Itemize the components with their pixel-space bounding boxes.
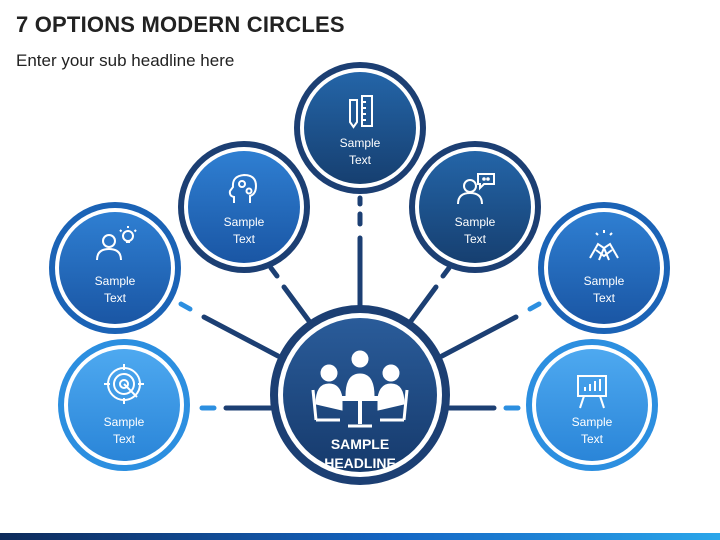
connector-upper-left bbox=[281, 284, 315, 328]
option-label-line1: Sample bbox=[340, 136, 381, 150]
option-label-line2: Text bbox=[349, 153, 372, 167]
option-circle-top[interactable]: Sample Text bbox=[294, 62, 426, 194]
idea-person-icon bbox=[96, 226, 137, 261]
option-label-line1: Sample bbox=[572, 415, 613, 429]
option-label-line1: Sample bbox=[455, 215, 496, 229]
option-circle-upper-left[interactable]: Sample Text bbox=[178, 141, 310, 273]
hub-label-line1: SAMPLE bbox=[331, 436, 389, 452]
option-circle-left[interactable]: Sample Text bbox=[49, 202, 181, 334]
option-circle-bottom-right[interactable]: Sample Text bbox=[526, 339, 658, 471]
option-label-line2: Text bbox=[464, 232, 487, 246]
brain-gears-icon bbox=[228, 173, 258, 203]
connector-left bbox=[201, 314, 281, 359]
connectors bbox=[178, 195, 542, 411]
option-label-line1: Sample bbox=[95, 274, 136, 288]
option-circle-bottom-left[interactable]: Sample Text bbox=[58, 339, 190, 471]
connector-upper-right bbox=[405, 284, 439, 328]
option-label-line1: Sample bbox=[224, 215, 265, 229]
target-icon bbox=[104, 364, 144, 404]
option-label-line2: Text bbox=[593, 291, 616, 305]
option-label-line1: Sample bbox=[584, 274, 625, 288]
meeting-table-icon bbox=[311, 350, 409, 428]
page-subtitle: Enter your sub headline here bbox=[16, 51, 235, 70]
bottom-accent-bar bbox=[0, 533, 720, 540]
handshake-icon bbox=[589, 230, 619, 261]
option-label-line2: Text bbox=[104, 291, 127, 305]
hub-label-line2: HEADLINE bbox=[324, 455, 396, 471]
option-label-line2: Text bbox=[581, 432, 604, 446]
option-circle-upper-right[interactable]: Sample Text bbox=[409, 141, 541, 273]
connector-right bbox=[439, 314, 519, 359]
chat-person-icon bbox=[457, 173, 495, 205]
hub-circle: SAMPLE HEADLINE bbox=[270, 305, 450, 485]
page-title: 7 OPTIONS MODERN CIRCLES bbox=[16, 12, 345, 37]
presentation-chart-icon bbox=[577, 375, 607, 409]
pencil-ruler-icon bbox=[349, 95, 373, 129]
option-label-line1: Sample bbox=[104, 415, 145, 429]
option-circle-right[interactable]: Sample Text bbox=[538, 202, 670, 334]
option-label-line2: Text bbox=[113, 432, 136, 446]
option-label-line2: Text bbox=[233, 232, 256, 246]
